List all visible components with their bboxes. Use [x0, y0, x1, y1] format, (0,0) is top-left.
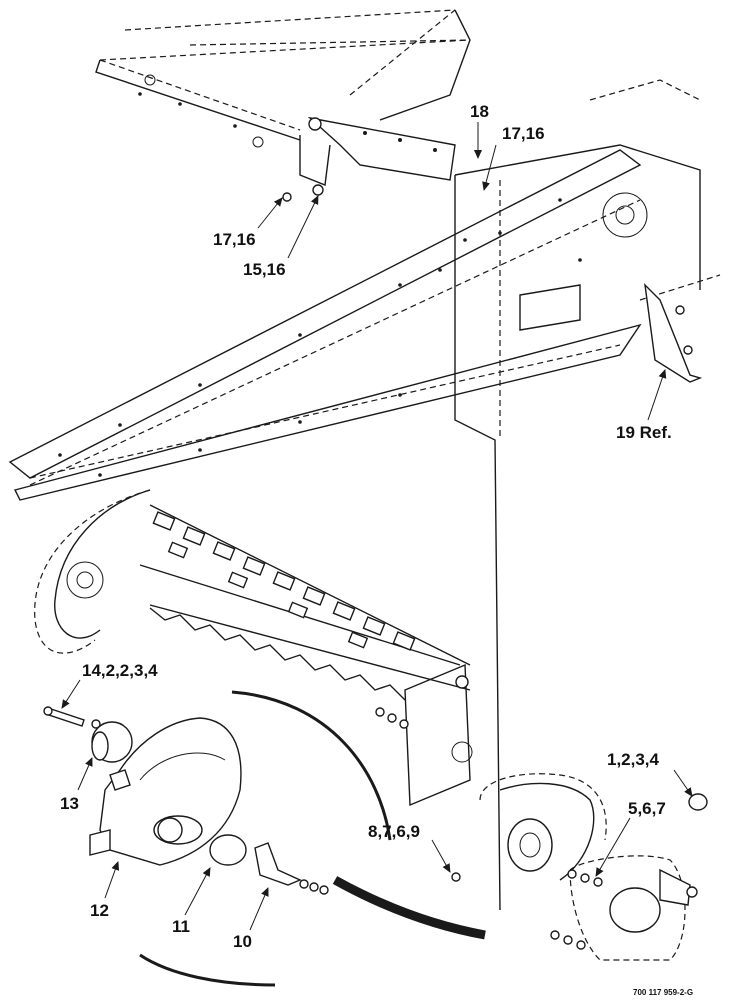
- reel-tines: [152, 511, 416, 651]
- drawing-number: 700 117 959-2-G: [633, 988, 694, 997]
- detail-bolt-14: [43, 706, 101, 729]
- callout-17-16-top: 17,16: [502, 124, 545, 143]
- drive-assembly: [451, 773, 708, 961]
- upper-bracket: [282, 116, 456, 202]
- upper-frame-beam: [95, 9, 471, 148]
- callout-8-7-6-9: 8,7,6,9: [368, 822, 420, 841]
- detail-magnifier-arc: [139, 690, 486, 987]
- callout-19-ref: 19 Ref.: [616, 423, 672, 442]
- support-bracket-19: [644, 283, 703, 383]
- callout-1-2-3-4: 1,2,3,4: [607, 750, 659, 769]
- reel-end-plate: [375, 663, 473, 807]
- detail-bracket-10: [254, 842, 329, 895]
- callout-17-16-left: 17,16: [213, 230, 256, 249]
- leader-lines: [61, 122, 693, 931]
- detail-housing-12: [89, 717, 242, 866]
- frame-arm: [8, 149, 642, 501]
- reel-drum: [34, 489, 471, 701]
- callout-14-2-2-3-4: 14,2,2,3,4: [82, 661, 158, 680]
- callout-15-16: 15,16: [243, 260, 286, 279]
- callout-10: 10: [233, 932, 252, 951]
- detail-bushing-13: [91, 721, 133, 763]
- callout-5-6-7: 5,6,7: [628, 799, 666, 818]
- callout-12: 12: [90, 901, 109, 920]
- callout-13: 13: [60, 794, 79, 813]
- detail-bushing-11: [209, 834, 247, 866]
- side-panel: [438, 79, 721, 911]
- callout-18: 18: [470, 102, 489, 121]
- callout-11: 11: [172, 917, 190, 936]
